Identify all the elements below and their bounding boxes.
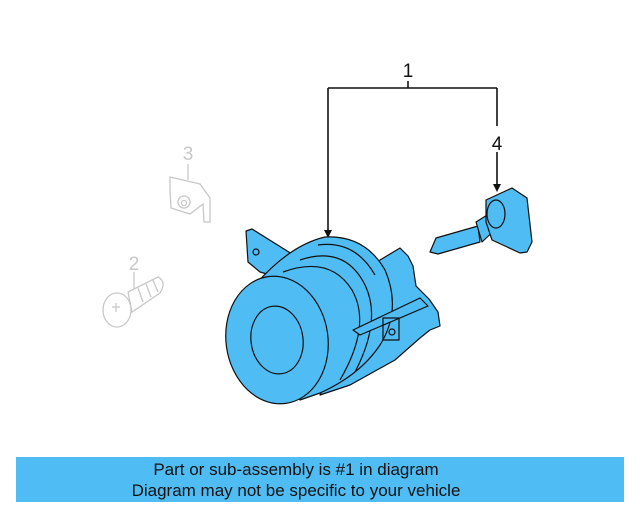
callout-2: 2 (129, 254, 140, 275)
info-banner: Part or sub-assembly is #1 in diagram Di… (16, 457, 624, 502)
banner-line-1: Part or sub-assembly is #1 in diagram (153, 460, 439, 479)
callout-3: 3 (183, 144, 194, 165)
arrow-to-bulb (493, 184, 501, 192)
screw-part (102, 272, 164, 328)
clip-part (169, 164, 211, 223)
callout-4: 4 (492, 134, 503, 155)
fog-lamp-assembly (225, 228, 441, 405)
banner-line-2: Diagram may not be specific to your vehi… (131, 481, 461, 500)
fog-bulb (429, 187, 533, 255)
callout-1: 1 (403, 61, 414, 82)
arrow-to-lamp (324, 230, 332, 238)
callout-bracket (327, 81, 498, 232)
